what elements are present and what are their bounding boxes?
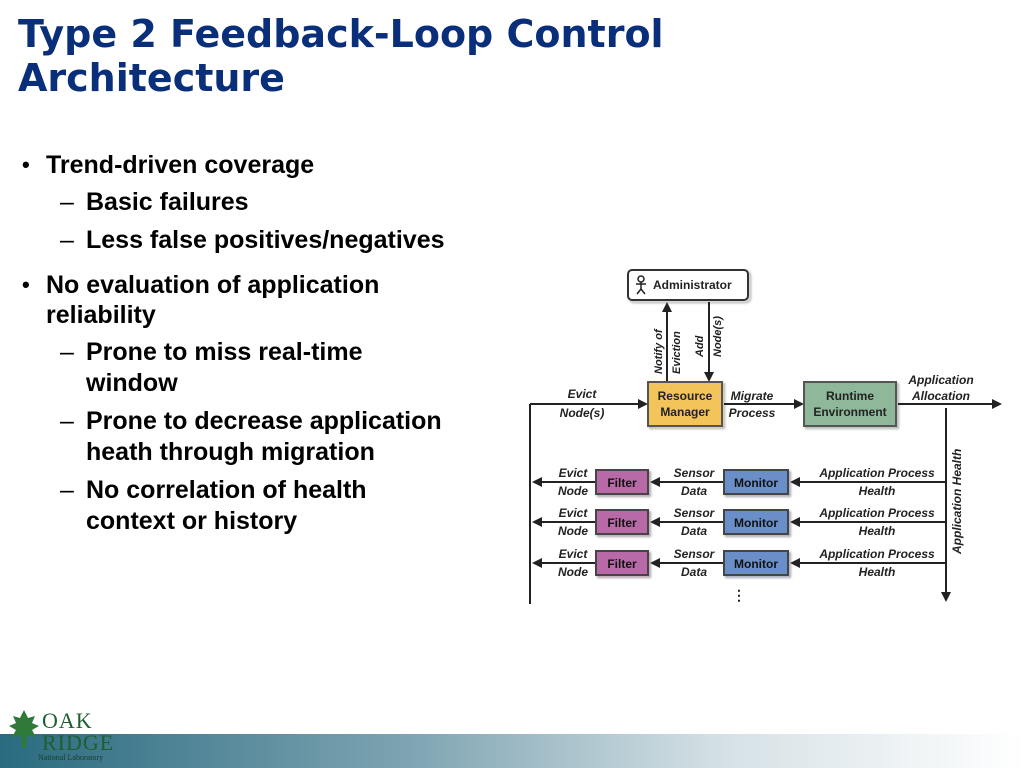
resource-manager-box: Resource Manager <box>647 381 723 427</box>
bullet-dot-icon: • <box>22 152 30 177</box>
notify-of-label: Notify of <box>653 328 665 374</box>
dash-icon: – <box>60 407 74 435</box>
footer-bar <box>0 734 1024 768</box>
app-process-label: Application Process <box>818 506 935 520</box>
slide-title: Type 2 Feedback-Loop Control Architectur… <box>18 12 918 100</box>
bullet-item: • Trend-driven coverage <box>22 150 502 180</box>
row-evict-label: Evict <box>559 466 589 480</box>
bullet-text-line-1: No evaluation of application <box>46 271 380 299</box>
resource-manager-line-2: Manager <box>660 405 710 419</box>
sub-bullet-item: – Basic failures <box>22 187 502 218</box>
sub-bullet-text-line-2: heath through migration <box>86 438 375 466</box>
filter-label: Filter <box>607 557 637 571</box>
tree-icon <box>9 710 39 748</box>
health-label: Health <box>859 524 896 538</box>
evict-label: Evict <box>568 387 598 401</box>
bullet-item: • No evaluation of application reliabili… <box>22 270 502 330</box>
sub-bullet-text: Less false positives/negatives <box>86 226 445 254</box>
filter-label: Filter <box>607 516 637 530</box>
administrator-box: Administrator <box>627 269 749 301</box>
app-process-label: Application Process <box>818 547 935 561</box>
monitor-row: Monitor Filter Application Process Healt… <box>532 506 946 538</box>
data-label: Data <box>681 484 707 498</box>
app-process-label: Application Process <box>818 466 935 480</box>
title-line-2: Architecture <box>18 56 285 100</box>
title-line-1: Type 2 Feedback-Loop Control <box>18 12 664 56</box>
evict-nodes-label: Node(s) <box>560 406 605 420</box>
resource-manager-line-1: Resource <box>658 389 713 403</box>
process-label: Process <box>729 406 776 420</box>
add-nodes-label: Node(s) <box>712 316 724 357</box>
bullet-text: Trend-driven coverage <box>46 151 315 179</box>
row-evict-label: Evict <box>559 506 589 520</box>
dash-icon: – <box>60 338 74 366</box>
monitor-row: Monitor Filter Application Process Healt… <box>532 466 946 498</box>
feedback-loop-diagram: Administrator Notify of Eviction Add Nod… <box>529 269 1002 604</box>
sub-bullet-text-line-1: Prone to decrease application <box>86 407 442 435</box>
data-label: Data <box>681 565 707 579</box>
sub-bullet-text-line-2: window <box>86 369 178 397</box>
monitor-label: Monitor <box>734 476 778 490</box>
sensor-label: Sensor <box>674 466 716 480</box>
application-health-label: Application Health <box>950 449 964 555</box>
bullet-list: • Trend-driven coverage – Basic failures… <box>22 150 502 537</box>
logo-line-3: National Laboratory <box>38 753 104 762</box>
dash-icon: – <box>60 188 74 216</box>
runtime-line-1: Runtime <box>826 389 874 403</box>
ellipsis-label: ⋮ <box>732 587 746 603</box>
eviction-label: Eviction <box>671 331 683 374</box>
dash-icon: – <box>60 226 74 254</box>
row-evict-label: Evict <box>559 547 589 561</box>
health-label: Health <box>859 565 896 579</box>
health-label: Health <box>859 484 896 498</box>
sub-bullet-text-line-1: Prone to miss real-time <box>86 338 363 366</box>
runtime-line-2: Environment <box>813 405 886 419</box>
sensor-label: Sensor <box>674 547 716 561</box>
person-icon <box>636 275 646 295</box>
bullet-text-line-2: reliability <box>46 301 156 329</box>
sub-bullet-text-line-2: context or history <box>86 507 298 535</box>
sub-bullet-item: – Prone to decrease application heath th… <box>22 406 502 468</box>
allocation-label: Allocation <box>911 389 970 403</box>
row-node-label: Node <box>558 565 588 579</box>
migrate-label: Migrate <box>731 389 774 403</box>
sub-bullet-text: Basic failures <box>86 188 249 216</box>
administrator-label: Administrator <box>653 278 732 292</box>
row-node-label: Node <box>558 484 588 498</box>
logo-line-1: OAK <box>42 708 93 733</box>
logo-line-2: RIDGE <box>42 730 115 755</box>
add-label: Add <box>694 335 706 358</box>
monitor-label: Monitor <box>734 516 778 530</box>
sensor-label: Sensor <box>674 506 716 520</box>
row-node-label: Node <box>558 524 588 538</box>
monitor-label: Monitor <box>734 557 778 571</box>
sub-bullet-item: – Prone to miss real-time window <box>22 337 502 399</box>
sub-bullet-item: – No correlation of health context or hi… <box>22 475 502 537</box>
application-label: Application <box>907 373 973 387</box>
data-label: Data <box>681 524 707 538</box>
filter-label: Filter <box>607 476 637 490</box>
oak-ridge-logo: OAK RIDGE National Laboratory <box>8 706 128 768</box>
bullet-dot-icon: • <box>22 272 30 297</box>
runtime-environment-box: Runtime Environment <box>803 381 897 427</box>
monitor-row: Monitor Filter Application Process Healt… <box>532 547 946 579</box>
dash-icon: – <box>60 476 74 504</box>
sub-bullet-item: – Less false positives/negatives <box>22 225 502 256</box>
sub-bullet-text-line-1: No correlation of health <box>86 476 367 504</box>
